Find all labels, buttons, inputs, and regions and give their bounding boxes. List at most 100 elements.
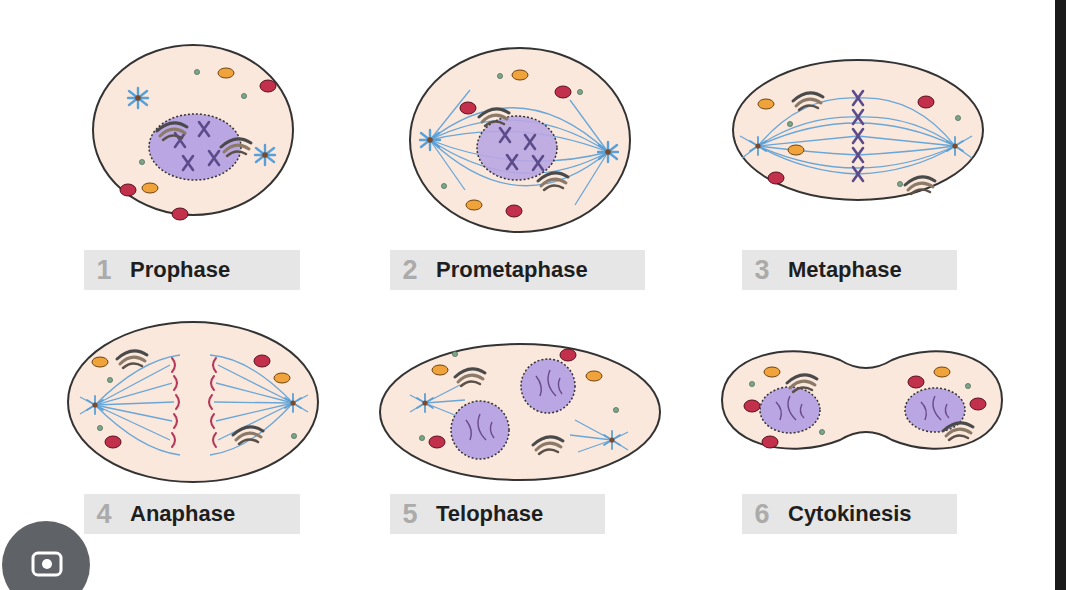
vesicle xyxy=(432,365,448,375)
mitochondrion xyxy=(172,208,188,220)
cell-membrane xyxy=(68,322,318,482)
chromosome xyxy=(500,128,510,142)
chromatin xyxy=(776,396,804,420)
vesicle-dot xyxy=(497,73,502,78)
mitochondrion xyxy=(970,398,986,410)
stage-number: 3 xyxy=(742,255,782,286)
mitochondrion xyxy=(762,436,778,448)
golgi xyxy=(905,177,935,194)
vesicle-dot xyxy=(441,183,446,188)
golgi xyxy=(479,109,509,126)
vesicle-dot xyxy=(107,377,112,382)
prophase-cell xyxy=(93,45,293,220)
icon-camera xyxy=(33,553,61,575)
chromosome xyxy=(853,148,863,162)
cell-membrane xyxy=(733,60,983,200)
stage-name: Telophase xyxy=(430,501,543,527)
vesicle-dot xyxy=(194,69,199,74)
golgi xyxy=(455,369,485,386)
icon-lens xyxy=(42,559,52,569)
screen-edge xyxy=(1055,0,1066,590)
stage-label: 1Prophase xyxy=(84,250,300,290)
chromosome xyxy=(183,156,193,170)
vesicle-dot xyxy=(577,89,582,94)
centrosome xyxy=(604,431,620,449)
mitochondrion xyxy=(120,184,136,196)
stage-number: 4 xyxy=(84,499,124,530)
mitochondrion xyxy=(254,355,270,367)
spindle-fibers xyxy=(80,355,308,455)
vesicle xyxy=(218,68,234,78)
lens-icon xyxy=(2,521,90,590)
cell-membrane xyxy=(380,344,660,480)
cell-membrane xyxy=(93,45,293,215)
chromosome xyxy=(533,156,543,170)
stage-name: Cytokinesis xyxy=(782,501,912,527)
nucleus xyxy=(905,388,965,432)
cell-membrane xyxy=(410,48,630,232)
vesicle xyxy=(934,367,950,377)
vesicle-dot xyxy=(419,435,424,440)
vesicle-dot xyxy=(787,121,792,126)
spindle-fibers xyxy=(430,90,608,205)
stage-name: Prophase xyxy=(124,257,230,283)
vesicle-dot xyxy=(452,351,457,356)
golgi xyxy=(787,375,817,392)
mitochondrion xyxy=(768,172,784,184)
stage-number: 1 xyxy=(84,255,124,286)
golgi xyxy=(233,427,263,444)
telophase-cell xyxy=(380,344,660,480)
cytokinesis-cell xyxy=(722,351,1002,448)
chromosome xyxy=(209,151,219,165)
mitochondrion xyxy=(460,102,476,114)
centrosome xyxy=(598,142,618,162)
nucleus xyxy=(149,114,241,180)
vesicle xyxy=(788,145,804,155)
vesicle xyxy=(92,357,108,367)
spindle-fibers xyxy=(740,98,972,174)
mitochondrion xyxy=(560,349,576,361)
spindle-fibers xyxy=(410,385,628,452)
centrosome xyxy=(87,396,103,414)
mitochondrion xyxy=(918,96,934,108)
chromosome xyxy=(853,167,863,181)
anaphase-cell xyxy=(68,322,318,482)
vesicle-dot xyxy=(291,433,296,438)
vesicle xyxy=(274,373,290,383)
vesicle-dot xyxy=(613,407,618,412)
golgi xyxy=(157,123,187,140)
vesicle xyxy=(466,200,482,210)
stage-label: 2Prometaphase xyxy=(390,250,645,290)
chromatids xyxy=(172,358,216,447)
vesicle xyxy=(586,371,602,381)
centrosome xyxy=(417,394,433,412)
nucleus xyxy=(760,387,820,433)
vesicle xyxy=(758,99,774,109)
stage-label: 3Metaphase xyxy=(742,250,957,290)
centrosome xyxy=(285,394,301,412)
stage-number: 5 xyxy=(390,499,430,530)
centrosome xyxy=(255,145,275,165)
chromosome xyxy=(507,155,517,169)
centrosome xyxy=(420,130,440,150)
mitochondrion xyxy=(105,436,121,448)
vesicle xyxy=(142,183,158,193)
golgi xyxy=(538,173,568,190)
golgi xyxy=(793,93,823,110)
mitochondrion xyxy=(555,86,571,98)
mitochondrion xyxy=(506,205,522,217)
stage-label: 6Cytokinesis xyxy=(742,494,957,534)
stage-number: 2 xyxy=(390,255,430,286)
golgi xyxy=(117,351,147,368)
chromosome xyxy=(853,129,863,143)
mitochondrion xyxy=(908,376,924,388)
nucleus xyxy=(451,401,509,459)
icon-disc xyxy=(2,521,90,590)
vesicle-dot xyxy=(97,425,102,430)
stage-name: Prometaphase xyxy=(430,257,588,283)
vesicle-dot xyxy=(965,383,970,388)
vesicle-dot xyxy=(955,115,960,120)
centrosome xyxy=(750,137,766,155)
golgi xyxy=(943,423,973,440)
